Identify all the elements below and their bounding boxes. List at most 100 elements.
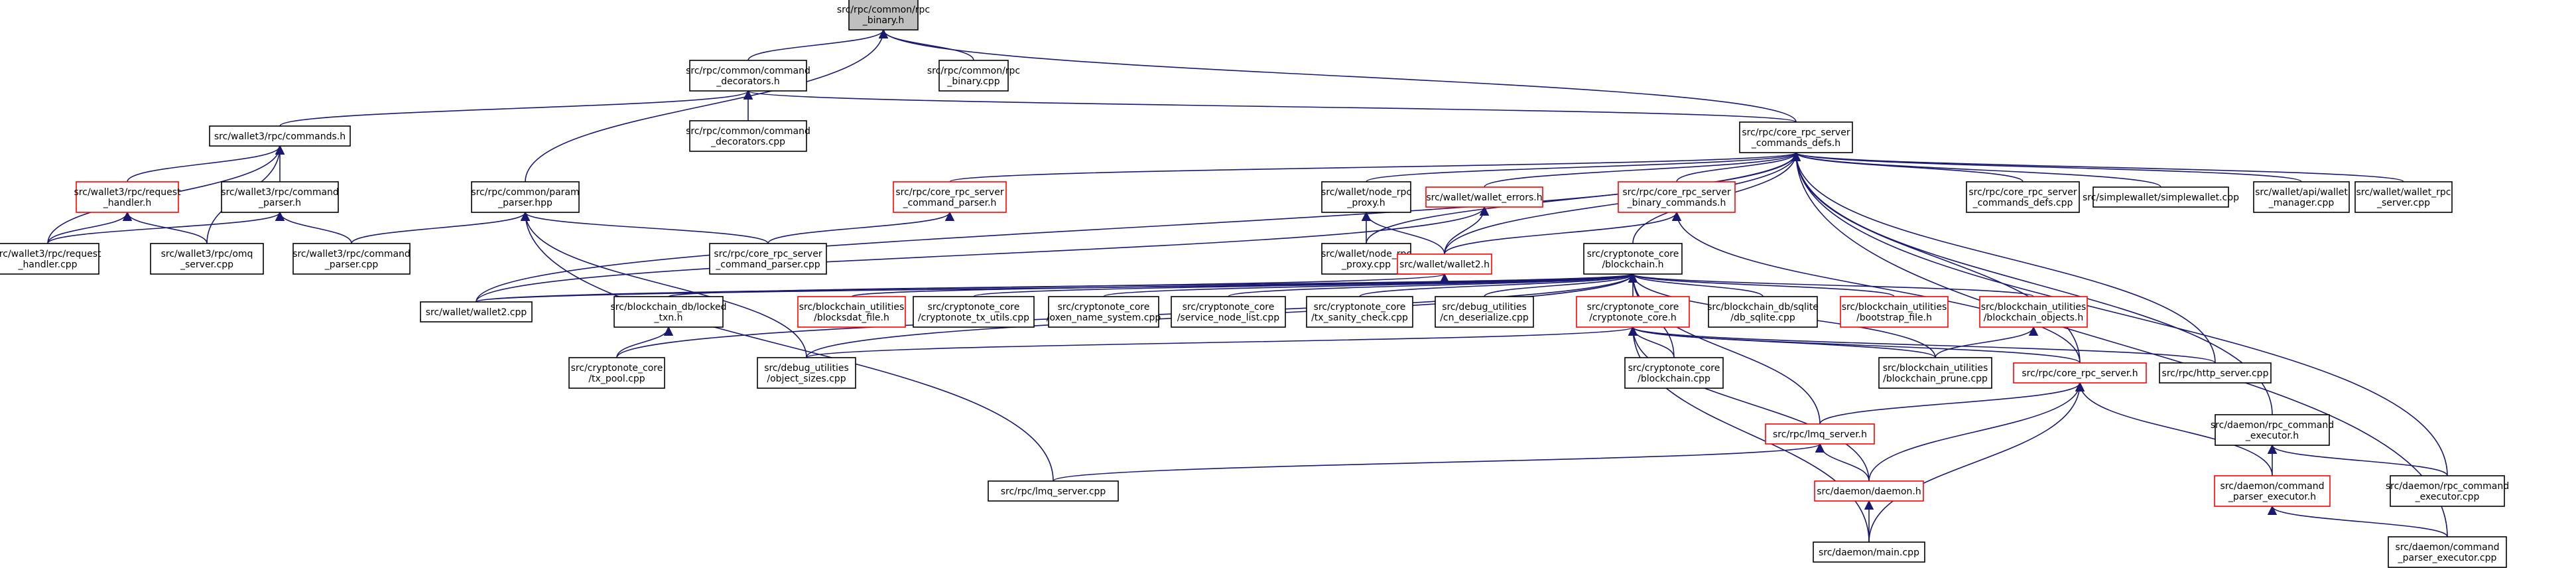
node-label: src/debug_utilities xyxy=(1442,302,1527,313)
node-omq_server_cpp[interactable]: src/wallet3/rpc/omq_server.cpp xyxy=(150,243,264,275)
node-cmd_dec_cpp[interactable]: src/rpc/common/command_decorators.cpp xyxy=(686,120,810,152)
node-label: src/cryptonote_core xyxy=(571,363,663,374)
node-w3_cmdparser_cpp[interactable]: src/wallet3/rpc/command_parser.cpp xyxy=(292,243,411,275)
node-box xyxy=(2253,181,2350,213)
edge-tx_sanity_cpp-includes-blockchain_h xyxy=(1359,273,1638,297)
node-param_parser_hpp[interactable]: src/rpc/common/param_parser.hpp xyxy=(471,181,580,213)
node-box xyxy=(209,125,351,147)
node-label: src/rpc/lmq_server.cpp xyxy=(1001,486,1106,497)
node-node_rpc_proxy_cpp[interactable]: src/wallet/node_rpc_proxy.cpp xyxy=(1321,243,1411,275)
edge-cmd_parser_exec_h-includes-core_rpc_server_h xyxy=(2075,382,2273,476)
node-label: /cryptonote_core.h xyxy=(1589,313,1677,323)
node-wallet_errors_h[interactable]: src/wallet/wallet_errors.h xyxy=(1425,186,1543,208)
node-label: src/wallet/wallet2.cpp xyxy=(426,307,527,318)
node-cn_deser_cpp[interactable]: src/debug_utilities/cn_deserialize.cpp xyxy=(1435,296,1534,328)
node-label: _commands_defs.h xyxy=(1751,138,1840,149)
edge-w3_commands_h-includes-cmd_dec_h xyxy=(279,90,753,127)
node-cmd_parser_cpp[interactable]: src/rpc/core_rpc_server_command_parser.c… xyxy=(709,243,827,275)
node-cmd_parser_h[interactable]: src/rpc/core_rpc_server_command_parser.h xyxy=(893,181,1007,213)
node-bc_prune_cpp[interactable]: src/blockchain_utilities/blockchain_prun… xyxy=(1878,357,1992,389)
edge-daemon_h-includes-core_rpc_server_h xyxy=(1868,382,2085,482)
edge-core_rpc_server_h-includes-bin_cmds_h xyxy=(1671,211,2081,364)
node-lmq_server_h[interactable]: src/rpc/lmq_server.h xyxy=(1765,423,1875,445)
node-cmd_parser_exec_h[interactable]: src/daemon/command_parser_executor.h xyxy=(2214,475,2331,507)
node-defs_cpp[interactable]: src/rpc/core_rpc_server_commands_defs.cp… xyxy=(1966,181,2080,213)
node-label: src/wallet3/rpc/command xyxy=(292,249,411,259)
node-rpc_cmd_exec_cpp[interactable]: src/daemon/rpc_command_executor.cpp xyxy=(2386,475,2509,507)
node-label: /tx_pool.cpp xyxy=(588,374,645,384)
node-simplewallet_cpp[interactable]: src/simplewallet/simplewallet.cpp xyxy=(2083,186,2239,208)
node-label: _server.cpp xyxy=(180,259,233,270)
node-box xyxy=(568,357,665,389)
edge-tx_utils_cpp-includes-blockchain_h xyxy=(973,273,1638,297)
edge-bin_cmds_h-includes-core_defs_h xyxy=(1676,151,1801,182)
edge-bc_prune_cpp-includes-bc_objects_h xyxy=(1935,326,2039,358)
edge-daemon_h-includes-lmq_server_h xyxy=(1815,443,1870,482)
node-label: src/rpc/core_rpc_server xyxy=(1622,187,1730,198)
node-blockchain_h[interactable]: src/cryptonote_core/blockchain.h xyxy=(1583,243,1683,275)
node-w3_commands_h[interactable]: src/wallet3/rpc/commands.h xyxy=(209,125,351,147)
node-label: src/daemon/command xyxy=(2396,542,2500,553)
node-http_server_cpp[interactable]: src/rpc/http_server.cpp xyxy=(2159,362,2272,384)
node-label: src/cryptonote_core xyxy=(1183,302,1275,313)
node-db_sqlite_cpp[interactable]: src/blockchain_db/sqlite/db_sqlite.cpp xyxy=(1707,296,1819,328)
node-label: src/wallet/wallet_errors.h xyxy=(1426,192,1542,203)
node-blockchain_cpp[interactable]: src/cryptonote_core/blockchain.cpp xyxy=(1624,357,1724,389)
node-obj_sizes_cpp[interactable]: src/debug_utilities/object_sizes.cpp xyxy=(757,357,856,389)
node-lmq_server_cpp[interactable]: src/rpc/lmq_server.cpp xyxy=(988,480,1119,502)
node-tx_sanity_cpp[interactable]: src/cryptonote_core/tx_sanity_check.cpp xyxy=(1306,296,1413,328)
node-w3_req_cpp[interactable]: src/wallet3/rpc/request_handler.cpp xyxy=(0,243,101,275)
node-box xyxy=(1321,181,1411,213)
node-label: /bootstrap_file.h xyxy=(1856,313,1932,323)
node-box xyxy=(1840,296,1949,328)
node-wallet_manager_cpp[interactable]: src/wallet/api/wallet_manager.cpp xyxy=(2253,181,2350,213)
node-box xyxy=(2354,181,2453,213)
node-label: src/simplewallet/simplewallet.cpp xyxy=(2083,192,2239,203)
edge-defs_cpp-includes-core_defs_h xyxy=(1791,151,2024,182)
node-label: src/daemon/daemon.h xyxy=(1817,486,1921,497)
node-binary_h[interactable]: src/rpc/common/rpc_binary.h xyxy=(837,0,930,31)
node-sn_list_cpp[interactable]: src/cryptonote_core/service_node_list.cp… xyxy=(1171,296,1286,328)
node-label: src/rpc/http_server.cpp xyxy=(2162,368,2269,379)
node-core_defs_h[interactable]: src/rpc/core_rpc_server_commands_defs.h xyxy=(1739,121,1853,153)
node-bin_cmds_h[interactable]: src/rpc/core_rpc_server_binary_commands.… xyxy=(1618,181,1736,213)
node-oxen_name_cpp[interactable]: src/cryptonote_core/oxen_name_system.cpp xyxy=(1047,296,1161,328)
node-daemon_h[interactable]: src/daemon/daemon.h xyxy=(1814,480,1924,502)
node-core_rpc_server_h[interactable]: src/rpc/core_rpc_server.h xyxy=(2013,362,2147,384)
edge-w3_req_h-includes-w3_commands_h xyxy=(127,145,285,182)
node-box xyxy=(292,243,411,275)
node-bc_objects_h[interactable]: src/blockchain_utilities/blockchain_obje… xyxy=(1979,296,2088,328)
node-node_rpc_proxy_h[interactable]: src/wallet/node_rpc_proxy.h xyxy=(1321,181,1411,213)
edge-cn_deser_cpp-includes-blockchain_h xyxy=(1484,273,1638,297)
node-blocksdat_h[interactable]: src/blockchain_utilities/blocksdat_file.… xyxy=(797,296,906,328)
node-w3_cmdparser_h[interactable]: src/wallet3/rpc/command_parser.h xyxy=(221,181,339,213)
node-label: src/rpc/core_rpc_server.h xyxy=(2022,368,2138,379)
node-wallet2_cpp[interactable]: src/wallet/wallet2.cpp xyxy=(420,301,533,322)
node-box xyxy=(420,301,533,322)
node-locked_txn_h[interactable]: src/blockchain_db/locked_txn.h xyxy=(611,296,727,328)
node-cmd_parser_exec_cpp[interactable]: src/daemon/command_parser_executor.cpp xyxy=(2388,536,2507,568)
node-label: /tx_sanity_check.cpp xyxy=(1311,313,1408,323)
node-label: src/rpc/core_rpc_server xyxy=(1968,187,2077,198)
node-bootstrap_h[interactable]: src/blockchain_utilities/bootstrap_file.… xyxy=(1840,296,1949,328)
node-w3_req_h[interactable]: src/wallet3/rpc/request_handler.h xyxy=(74,181,181,213)
edge-obj_sizes_cpp-includes-core_h xyxy=(806,326,1638,358)
node-main_cpp[interactable]: src/daemon/main.cpp xyxy=(1813,541,1925,563)
node-label: src/rpc/common/command xyxy=(686,66,810,76)
node-rpc_cmd_exec_h[interactable]: src/daemon/rpc_command_executor.h xyxy=(2211,414,2334,446)
node-label: _proxy.cpp xyxy=(1341,259,1391,270)
node-label: src/rpc/lmq_server.h xyxy=(1773,429,1867,440)
node-rpc_binary_cpp[interactable]: src/rpc/common/rpc_binary.cpp xyxy=(927,60,1020,92)
node-label: src/rpc/core_rpc_server xyxy=(1742,127,1850,138)
node-box xyxy=(1739,121,1853,153)
node-box xyxy=(938,60,1009,92)
node-wallet2_h[interactable]: src/wallet/wallet2.h xyxy=(1397,253,1492,275)
node-tx_utils_cpp[interactable]: src/cryptonote_core/cryptonote_tx_utils.… xyxy=(913,296,1035,328)
node-label: _decorators.cpp xyxy=(710,137,785,147)
node-label: _command_parser.cpp xyxy=(715,259,820,270)
node-tx_pool_cpp[interactable]: src/cryptonote_core/tx_pool.cpp xyxy=(568,357,665,389)
node-wallet_rpc_server_cpp[interactable]: src/wallet/wallet_rpc_server.cpp xyxy=(2354,181,2453,213)
node-cmd_dec_h[interactable]: src/rpc/common/command_decorators.h xyxy=(686,60,810,92)
node-core_h[interactable]: src/cryptonote_core/cryptonote_core.h xyxy=(1576,296,1690,328)
node-label: src/wallet3/rpc/commands.h xyxy=(214,131,346,142)
